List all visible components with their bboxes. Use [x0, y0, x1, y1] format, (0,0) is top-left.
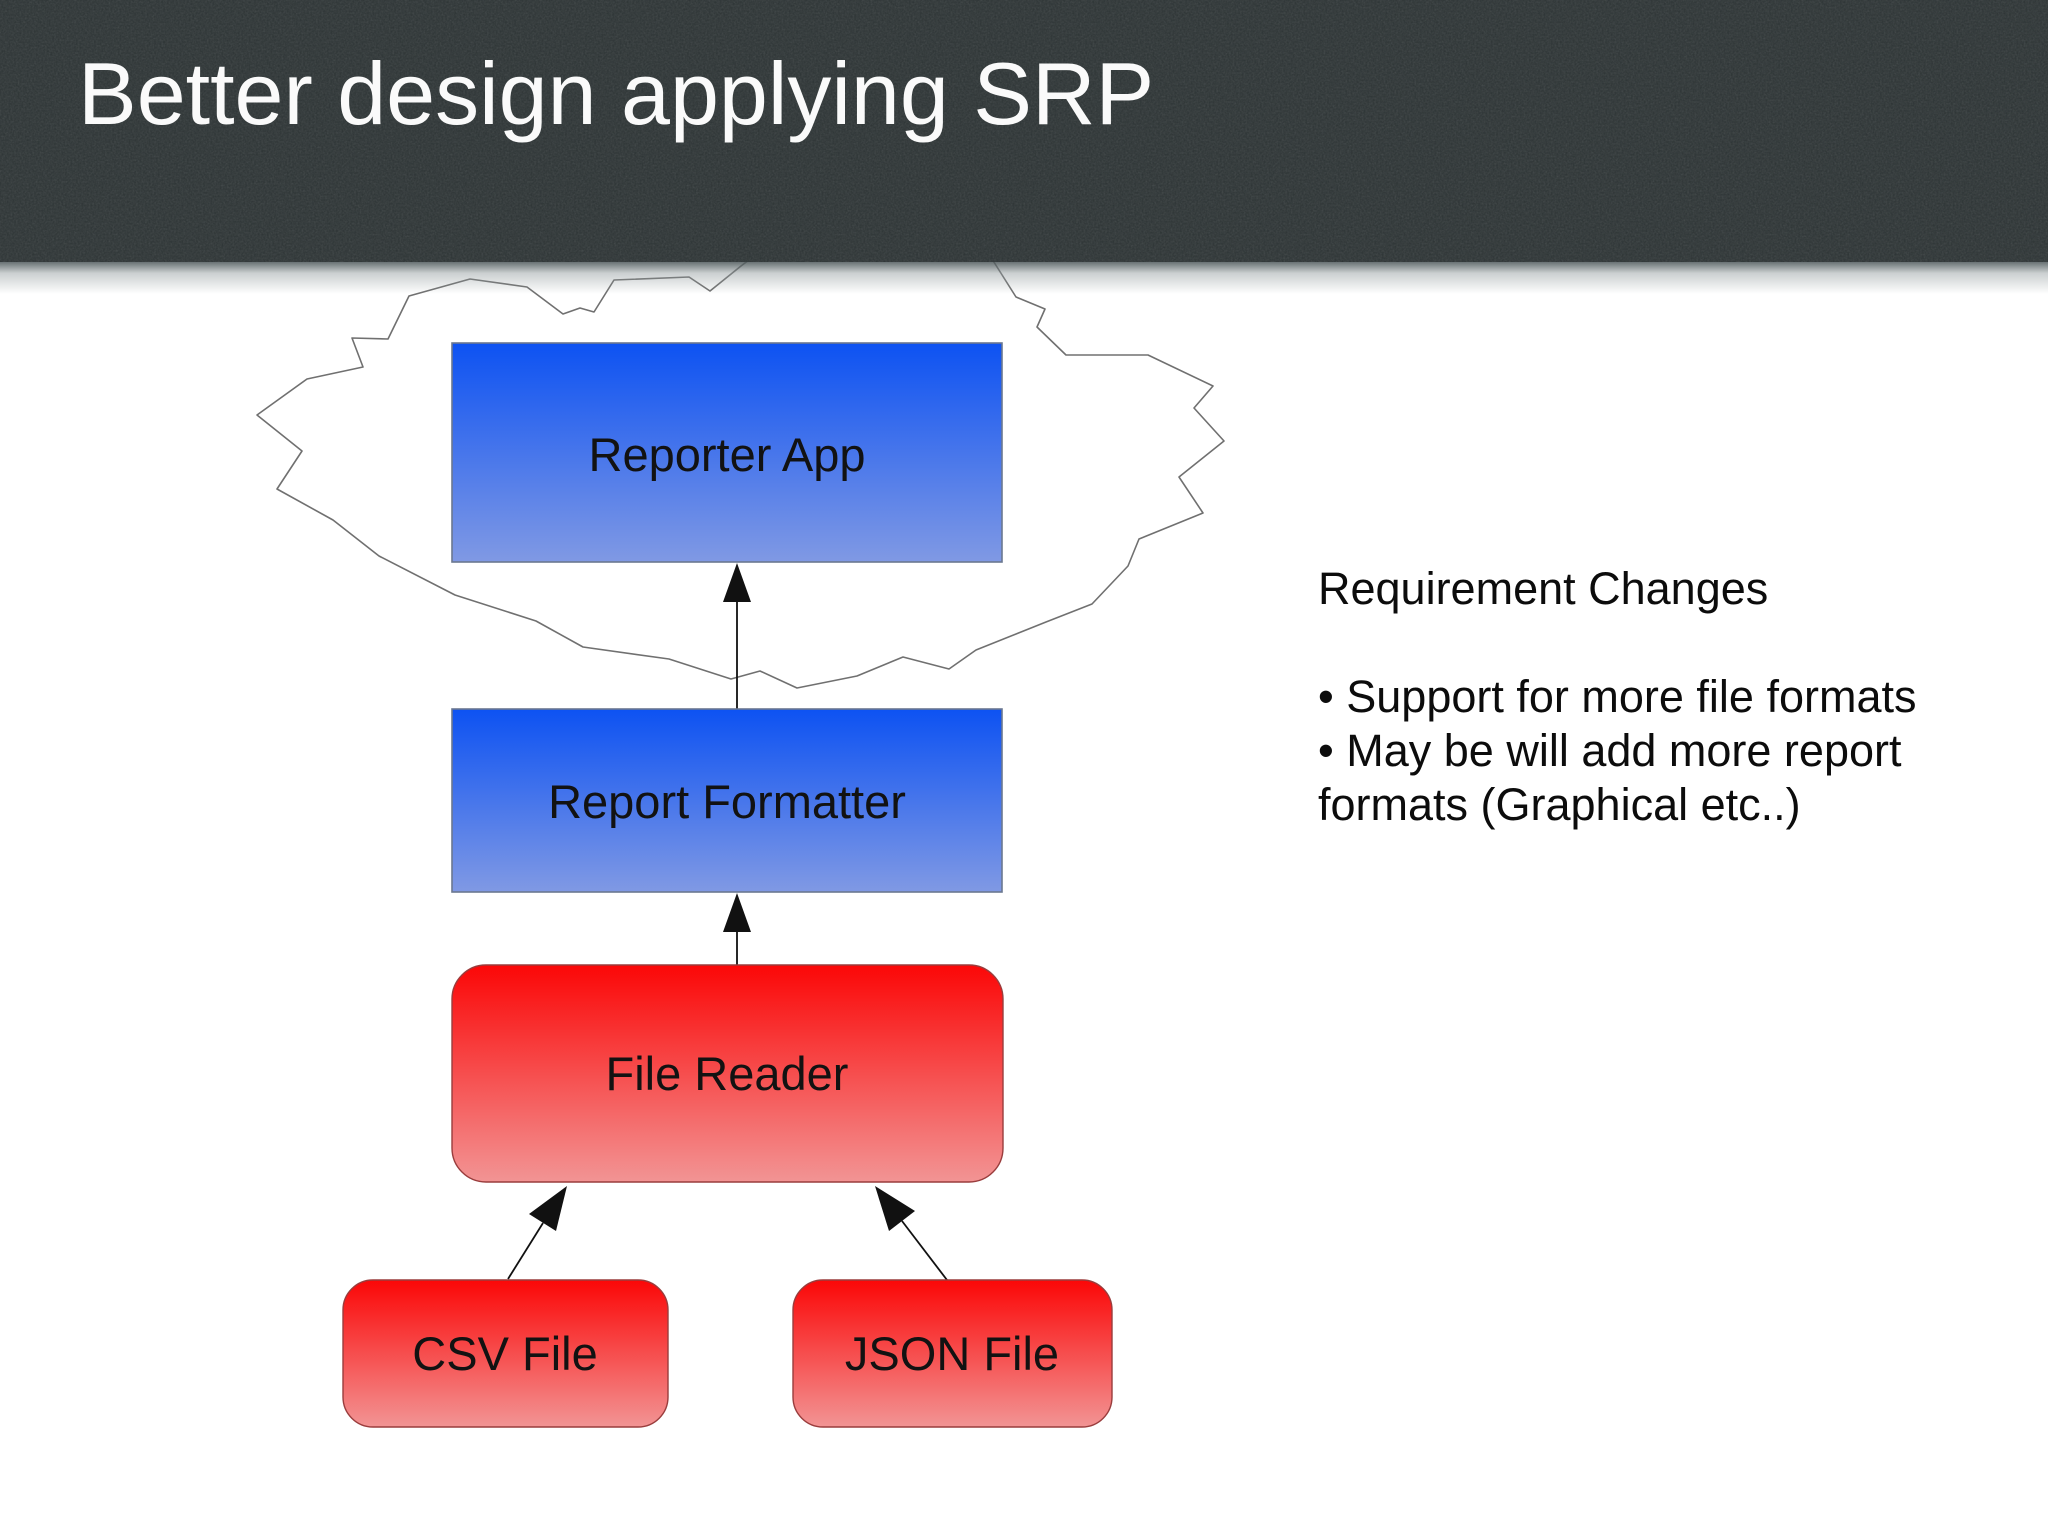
bullet-line-3: formats (Graphical etc..)	[1318, 779, 1801, 830]
node-file-reader-label: File Reader	[606, 1047, 849, 1100]
node-file-reader: File Reader	[451, 964, 1004, 1183]
node-reporter-app-label: Reporter App	[589, 428, 866, 481]
edge-filereader-to-formatter	[723, 893, 751, 965]
node-csv-file: CSV File	[342, 1279, 669, 1428]
header-texture	[0, 0, 2048, 262]
node-report-formatter: Report Formatter	[451, 708, 1003, 893]
node-json-file-label: JSON File	[845, 1327, 1059, 1380]
edge-formatter-to-reporter	[723, 563, 751, 709]
bullet-line-1: • Support for more file formats	[1318, 671, 1917, 722]
bullet-line-2: • May be will add more report	[1318, 725, 1902, 776]
header-bar	[0, 0, 2048, 262]
node-reporter-app: Reporter App	[451, 342, 1003, 563]
requirement-changes-heading: Requirement Changes	[1318, 563, 1769, 614]
node-json-file: JSON File	[792, 1279, 1113, 1428]
header-shadow	[0, 262, 2048, 294]
edge-json-to-filereader	[875, 1186, 948, 1281]
node-csv-file-label: CSV File	[412, 1327, 597, 1380]
node-report-formatter-label: Report Formatter	[548, 775, 906, 828]
slide-title: Better design applying SRP	[78, 44, 1155, 143]
requirement-changes-panel: Requirement Changes • Support for more f…	[1318, 562, 1998, 832]
edge-csv-to-filereader	[507, 1186, 567, 1280]
